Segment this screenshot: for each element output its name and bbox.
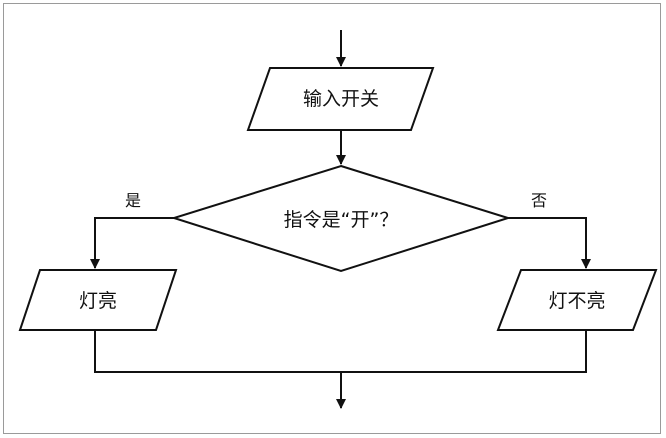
decision-node-label: 指令是“开”？ [284, 209, 399, 231]
no-output-node-label: 灯不亮 [548, 290, 605, 312]
no-branch-connector [508, 217, 591, 269]
input-node-label: 输入开关 [303, 88, 379, 110]
yes-branch-label: 是 [125, 191, 141, 210]
no-output-node-shape [496, 269, 658, 331]
merge-connector [94, 330, 587, 373]
yes-output-node-shape [18, 269, 178, 331]
yes-output-node-label: 灯亮 [79, 290, 117, 312]
yes-branch-connector [90, 217, 174, 269]
input-node-shape [246, 67, 435, 131]
decision-node-shape [170, 164, 512, 273]
no-branch-label: 否 [531, 191, 547, 210]
